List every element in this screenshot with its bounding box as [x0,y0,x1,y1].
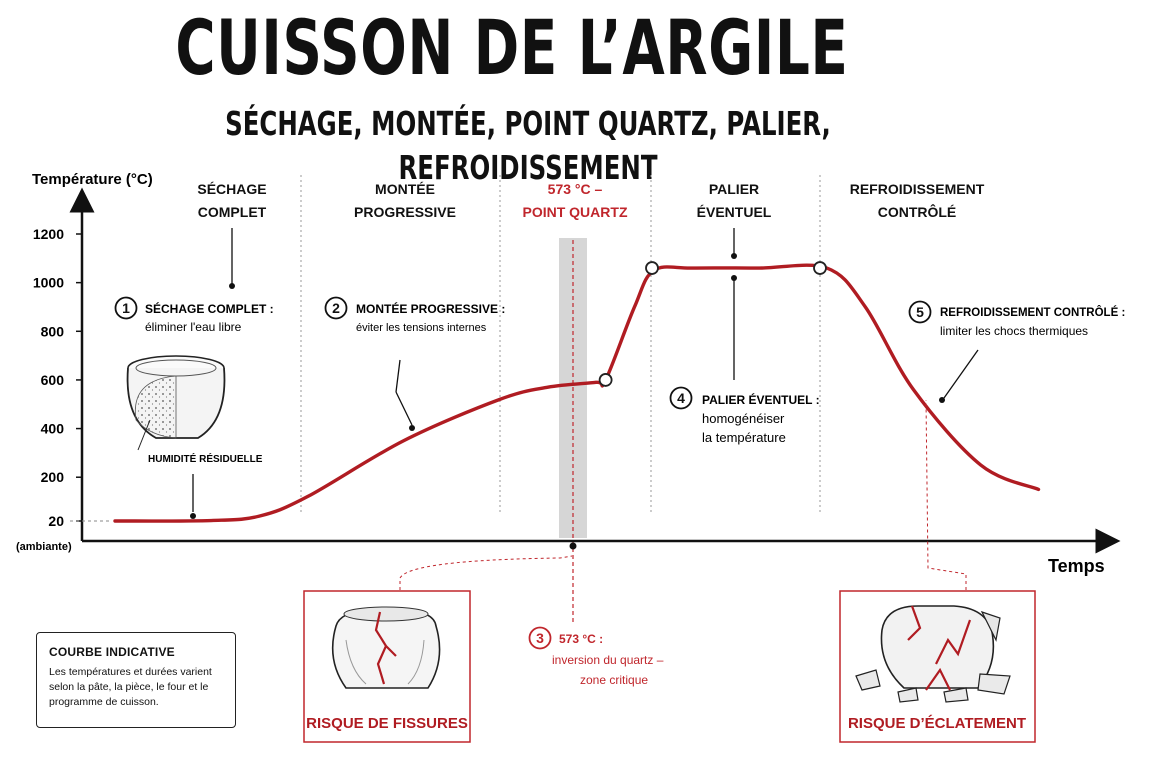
annotation-dot [939,397,945,403]
annotation-number-badge [324,296,348,320]
note-title: COURBE INDICATIVE [49,645,175,659]
y-tick-label: 20 [48,513,64,529]
annotation-leader [395,359,401,393]
annotation-dot [409,425,415,431]
phase-label-line2: PROGRESSIVE [354,204,456,220]
annotation-1-text: éliminer l'eau libre [145,320,242,334]
annotation-number: 3 [536,630,544,646]
annotation-number-badge [908,300,932,324]
page-subtitle: SÉCHAGE, MONTÉE, POINT QUARTZ, PALIER, R… [225,104,831,187]
annotation-2-title: MONTÉE PROGRESSIVE : [356,301,505,316]
phase-label-line2: ÉVENTUEL [697,204,772,220]
quartz-axis-dot [569,542,577,550]
y-tick-label: 1000 [33,275,64,291]
annotation-dot [731,253,737,259]
annotation-5-title: REFROIDISSEMENT CONTRÔLÉ : [940,306,1125,319]
humidity-label: HUMIDITÉ RÉSIDUELLE [148,452,263,465]
annotations: 1 SÉCHAGE COMPLET : éliminer l'eau libre 2 M… [114,228,1125,687]
annotation-5-text: limiter les chocs thermiques [940,324,1088,338]
y-axis-label: Température (°C) [32,171,153,188]
annotation-number: 4 [677,390,685,406]
annotation-4-text-line1: homogénéiser [702,411,785,426]
y-tick-label: 800 [41,323,65,339]
note-text: Les températures et durées varient selon… [49,666,212,708]
page-title: CUISSON DE L’ARGILE [175,3,849,92]
annotation-leader [943,349,979,399]
y-tick-label: 400 [41,421,65,437]
risk-bursting-label: RISQUE D’ÉCLATEMENT [848,715,1026,732]
phase-label-line2: CONTRÔLÉ [878,203,957,220]
phase-label-line2: COMPLET [198,204,267,220]
cracks-connector [399,555,573,590]
y-baseline-note: (ambiante) [16,541,72,553]
curve-marker [813,261,827,275]
phase-label-line1: 573 °C – [548,181,603,197]
annotation-number-badge [528,626,552,650]
annotation-3-title: 573 °C : [559,632,603,646]
annotation-4-title: PALIER ÉVENTUEL : [702,392,820,407]
x-axis-label: Temps [1048,556,1105,576]
risk-bursting-box [839,590,1036,743]
phase-label-line1: MONTÉE [375,181,435,197]
y-ticks: 1200 1000 800 600 400 200 20 [33,226,82,529]
annotation-dot [190,513,196,519]
curve-marker [645,261,659,275]
annotation-number: 1 [122,300,130,316]
risk-cracks-label: RISQUE DE FISSURES [306,715,468,732]
annotation-number-badge [669,386,693,410]
phase-label-line1: REFROIDISSEMENT [850,181,985,197]
y-tick-label: 1200 [33,226,64,242]
firing-curve-line [113,263,1041,523]
annotation-number-badge [114,296,138,320]
annotation-4-text-line2: la température [702,430,786,445]
phase-label-line1: SÉCHAGE [197,181,266,197]
phase-separators [300,175,821,512]
annotation-dot [229,283,235,289]
y-tick-label: 600 [41,372,65,388]
annotation-leader [395,391,413,426]
annotation-number: 5 [916,304,924,320]
curve-marker [598,373,613,387]
phase-labels: SÉCHAGE COMPLET MONTÉE PROGRESSIVE 573 °C – P… [197,181,984,220]
annotation-3-text-line2: zone critique [580,673,648,687]
y-tick-label: 200 [41,469,65,485]
risk-cracks-box [303,590,471,743]
annotation-dot [731,275,737,281]
annotation-number: 2 [332,300,340,316]
annotation-2-text: éviter les tensions internes [356,322,487,334]
drying-pot-illustration [126,355,226,451]
indicative-curve-note: COURBE INDICATIVE Les températures et du… [36,632,236,728]
curve-markers [569,261,827,550]
annotation-3-text-line1: inversion du quartz – [552,653,664,667]
phase-label-line1: PALIER [709,181,759,197]
annotation-1-title: SÉCHAGE COMPLET : [145,301,274,316]
phase-label-line2: POINT QUARTZ [523,204,628,220]
bursting-connector [925,399,967,590]
